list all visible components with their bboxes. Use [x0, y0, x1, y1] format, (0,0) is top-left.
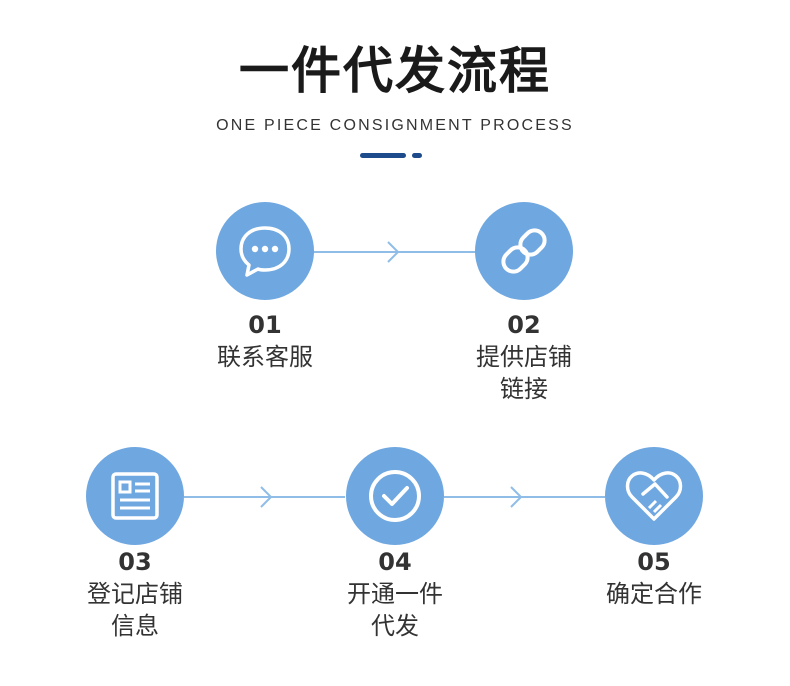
arrow-chevron-icon	[510, 486, 523, 508]
step-04-number: 04	[378, 548, 412, 576]
checkmark-icon	[369, 470, 421, 522]
arrow-chevron-icon	[387, 241, 400, 263]
step-03-label-line: 信息	[111, 612, 159, 640]
step-05-label-line: 确定合作	[606, 580, 702, 608]
step-05-number: 05	[637, 548, 671, 576]
connector-line-3-4	[184, 496, 345, 498]
step-05-circle	[605, 447, 703, 545]
form-document-icon	[111, 472, 159, 520]
step-03-label: 登记店铺 信息	[35, 578, 235, 642]
page-subtitle: ONE PIECE CONSIGNMENT PROCESS	[216, 117, 574, 134]
step-02-label-line: 提供店铺	[476, 343, 572, 371]
step-02-number: 02	[507, 311, 541, 339]
title-accent-bar	[360, 153, 406, 158]
arrow-chevron-icon	[260, 486, 273, 508]
title-accent-dot	[412, 153, 422, 158]
step-03-circle	[86, 447, 184, 545]
step-04-label-line: 代发	[371, 612, 419, 640]
page-title: 一件代发流程	[239, 42, 551, 100]
step-01-circle	[216, 202, 314, 300]
step-03-number: 03	[118, 548, 152, 576]
step-02-label-line: 链接	[500, 375, 548, 403]
heart-handshake-icon	[625, 471, 683, 521]
step-01-label: 联系客服	[165, 341, 365, 373]
step-04-circle	[346, 447, 444, 545]
link-icon	[501, 228, 547, 274]
step-05-label: 确定合作	[554, 578, 754, 610]
step-01-number: 01	[248, 311, 282, 339]
step-01-label-line: 联系客服	[217, 343, 313, 371]
step-04-label: 开通一件 代发	[295, 578, 495, 642]
step-02-label: 提供店铺 链接	[424, 341, 624, 405]
step-03-label-line: 登记店铺	[87, 580, 183, 608]
chat-bubble-icon	[239, 226, 291, 277]
step-04-label-line: 开通一件	[347, 580, 443, 608]
step-02-circle	[475, 202, 573, 300]
connector-line-4-5	[444, 496, 605, 498]
connector-line-1-2	[314, 251, 475, 253]
